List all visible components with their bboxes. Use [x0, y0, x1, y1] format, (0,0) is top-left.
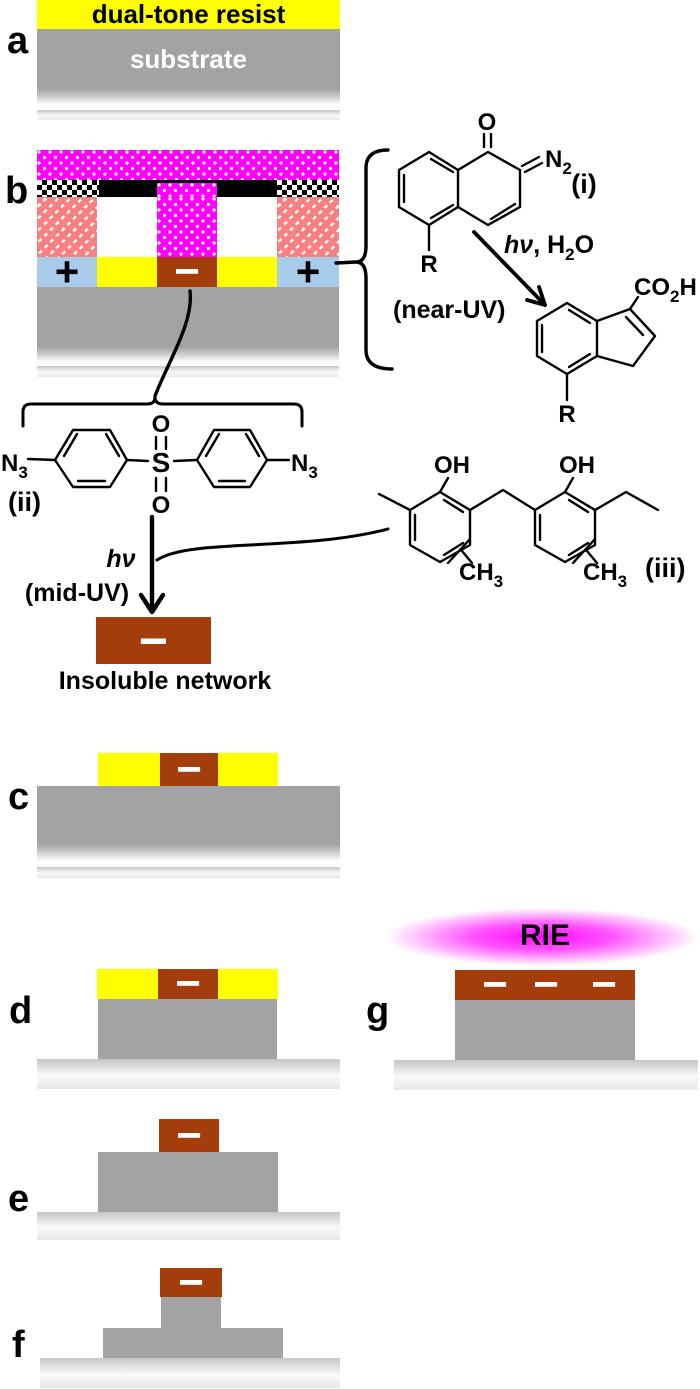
panel-c-substrate — [37, 786, 340, 844]
azide-left-label: N3 — [1, 450, 28, 482]
panel-b-to-chemistry-brace — [334, 148, 394, 371]
molecule-ii-bisazide: N3 S O O N3 (ii) — [1, 411, 318, 519]
panel-b-base-strip — [37, 366, 339, 377]
mid-uv-hv-label: hν — [106, 545, 135, 573]
panel-a-resist-layer: dual-tone resist — [37, 0, 340, 29]
compound-i-tag: (i) — [571, 169, 596, 199]
sulfur-label: S — [152, 447, 171, 478]
panel-a-substrate-layer: substrate — [37, 29, 340, 89]
panel-b-mask-black-right — [217, 180, 277, 197]
mid-uv-band-label: (mid-UV) — [25, 579, 129, 607]
panel-label-g: g — [366, 990, 390, 1032]
panel-g-substrate-mesa — [455, 1000, 635, 1060]
rie-plasma-glow — [386, 908, 698, 966]
product-substituent-label: R — [558, 401, 575, 428]
compound-iii-connector-curve — [155, 527, 390, 562]
bracket-over-compound-ii — [21, 396, 304, 428]
panel-label-a: a — [7, 20, 29, 62]
sulfone-oxygen-top-label: O — [152, 411, 171, 438]
molecule-i-photoproduct: CO2H R — [535, 274, 697, 428]
hydroxyl-right-label: OH — [559, 452, 595, 479]
near-uv-conditions: hν, H2O — [504, 231, 594, 264]
panel-f-negative-region: − — [160, 1258, 222, 1307]
near-uv-reaction-arrow: hν, H2O (near-UV) — [393, 230, 594, 324]
minus-symbol: − — [138, 612, 169, 669]
azide-right-label: N3 — [291, 450, 318, 482]
panel-b-mask-checker-right — [277, 180, 339, 197]
insoluble-network-caption: Insoluble network — [58, 667, 272, 695]
panel-b-substrate-fade — [37, 347, 339, 362]
sulfone-oxygen-bottom-label: O — [152, 492, 171, 519]
panel-label-f: f — [12, 1324, 25, 1366]
dnq-diazo-label: N2 — [545, 146, 572, 178]
panel-label-d: d — [9, 990, 33, 1032]
molecule-iii-novolac: OH OH CH3 CH3 (iii) — [377, 452, 686, 591]
minus-symbol: − — [533, 960, 559, 1009]
minus-symbol: − — [176, 744, 202, 794]
panel-label-c: c — [8, 776, 30, 818]
panel-e-substrate-mesa — [98, 1152, 278, 1212]
rie-label: RIE — [519, 919, 570, 952]
substrate-label: substrate — [129, 43, 248, 74]
panel-d-negative-region: − — [158, 959, 218, 1008]
panel-b-mask-black-left — [99, 180, 157, 197]
hydroxyl-left-label: OH — [434, 452, 470, 479]
molecule-i-dnq: O N2 R (i) — [397, 109, 597, 278]
panel-b-mask-checker-left — [37, 180, 99, 197]
panel-b-hatch-right — [277, 197, 339, 257]
methyl-left-label: CH3 — [459, 559, 503, 591]
panel-b-exposed-top-layer — [37, 150, 339, 180]
panel-a-base-strip — [37, 110, 340, 120]
panel-label-b: b — [5, 170, 29, 212]
panel-b-negative-region: − — [157, 247, 217, 296]
panel-g-base-strip — [394, 1060, 698, 1090]
panel-b-hatch-left — [37, 197, 97, 257]
panel-c-base-strip — [37, 867, 340, 878]
panel-c-negative-region: − — [160, 745, 218, 794]
panel-e-negative-region: − — [159, 1111, 219, 1160]
acid-group-label: CO2H — [634, 274, 697, 306]
near-uv-band-label: (near-UV) — [393, 296, 506, 324]
panel-label-e: e — [8, 1178, 30, 1220]
panel-b-resist-right — [217, 257, 277, 287]
panel-f-substrate-column — [161, 1297, 221, 1328]
minus-symbol: − — [591, 960, 617, 1009]
dnq-oxygen-label: O — [478, 109, 497, 136]
compound-ii-tag: (ii) — [8, 487, 41, 517]
insoluble-network-block: − — [96, 613, 211, 669]
minus-symbol: − — [176, 1110, 202, 1160]
panel-e-base-strip — [37, 1212, 340, 1240]
panel-b-positive-region-left: + — [37, 248, 97, 295]
panel-a-substrate-fade — [37, 89, 340, 105]
panel-b-positive-region-right: + — [277, 248, 339, 295]
panel-d-substrate-mesa — [98, 999, 277, 1059]
panel-b-substrate — [37, 287, 339, 347]
resist-layer-label: dual-tone resist — [91, 0, 286, 29]
compound-iii-tag: (iii) — [645, 553, 686, 583]
methyl-right-label: CH3 — [583, 559, 627, 591]
panel-b-exposed-column — [157, 197, 217, 257]
panel-d-base-strip — [37, 1059, 340, 1089]
panel-f-base-strip — [40, 1358, 340, 1388]
panel-f-substrate-pedestal — [103, 1328, 283, 1358]
panel-c-substrate-fade — [37, 844, 340, 861]
dnq-substituent-label: R — [420, 251, 437, 278]
panel-b-mask-center-exposed — [157, 180, 217, 197]
panel-b-resist-left — [97, 257, 157, 287]
mid-uv-reaction-arrow: hν (mid-UV) — [25, 514, 166, 615]
panel-g-crosslinked-layer — [455, 970, 635, 1000]
